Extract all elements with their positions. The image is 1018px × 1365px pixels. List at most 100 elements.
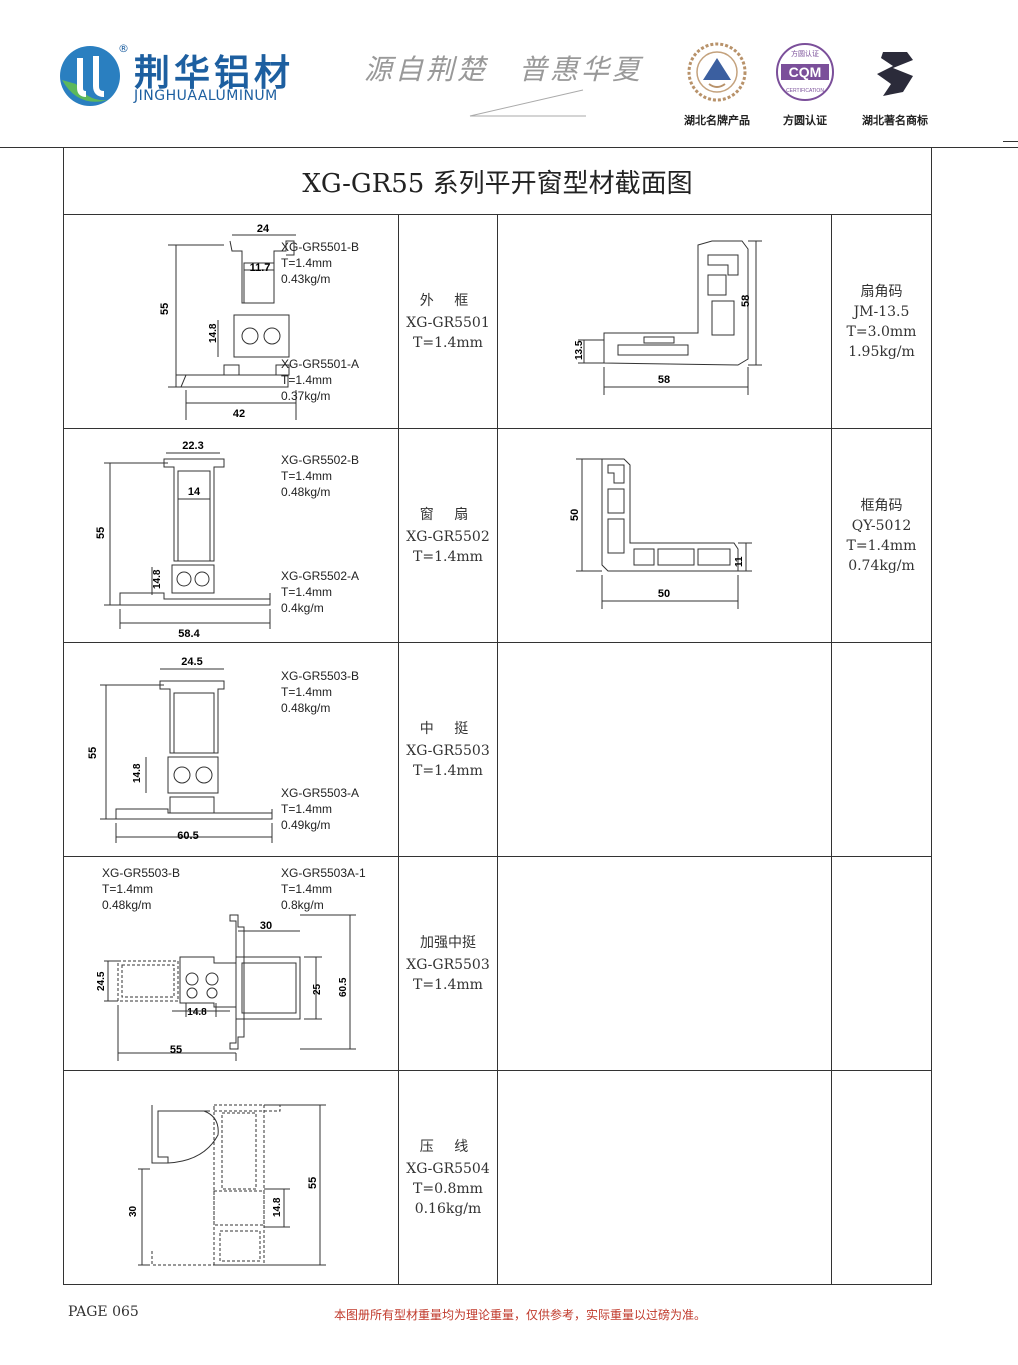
spec-weight: 0.48kg/m [281,701,331,715]
profile-table: XG-GR55 系列平开窗型材截面图 [63,147,932,1285]
cert-cqm: 方圆认证 CQM CERTIFICATION 方圆认证 [760,40,850,128]
profile-thickness: T=1.4mm [413,976,483,993]
profile-code: XG-GR5501 [406,314,490,331]
spec-block-b: XG-GR5502-B T=1.4mm 0.48kg/m [281,452,359,500]
profile-drawing-cell: 22.3 14 55 14.8 58.4 XG-GR5502-B T=1.4mm… [63,428,399,643]
profile-name: 压 线 [419,1138,477,1155]
profile-drawing-5503: 24.5 55 14.8 60.5 [87,656,273,843]
spec-weight: 0.4kg/m [281,601,324,615]
dim-mid: 14.8 [152,569,163,589]
spec-thickness: T=1.4mm [281,685,333,699]
profile-drawing-cell: 24.5 55 14.8 60.5 XG-GR5503-B T=1.4mm 0.… [63,642,399,857]
profile-drawing-cell: 30 24.5 25 60.5 14.8 55 XG-GR5503-B T=1.… [63,856,399,1071]
spec-weight: 0.48kg/m [102,898,152,912]
spec-weight: 0.49kg/m [281,818,331,832]
profile-drawing-5502: 22.3 14 55 14.8 58.4 [95,440,271,640]
cqm-mark: CQM [789,64,822,80]
spec-thickness: T=1.4mm [281,256,333,270]
spec-block-a: XG-GR5501-A T=1.4mm 0.37kg/m [281,356,359,404]
corner-dim-s: 13.5 [574,340,585,360]
spec-code: XG-GR5503-A [281,786,360,800]
dim-bottom: 60.5 [177,830,198,842]
table-row: 30 14.8 55 压 线 XG-GR5504 T=0.8mm 0.16kg/… [63,1070,932,1285]
profile-code: XG-GR5502 [406,528,490,545]
profile-thickness: T=1.4mm [413,334,483,351]
profile-drawing-5503a: 30 24.5 25 60.5 14.8 55 [96,914,356,1061]
table-row: 24.5 55 14.8 60.5 XG-GR5503-B T=1.4mm 0.… [63,642,932,857]
table-row: 30 24.5 25 60.5 14.8 55 XG-GR5503-B T=1.… [63,856,932,1071]
profile-name: 窗 扇 [419,506,477,523]
spec-thickness: T=1.4mm [281,469,333,483]
dim-inner: 14 [188,486,201,498]
empty-cell [497,642,832,857]
corner-dim-w: 50 [658,588,670,600]
corner-drawing-jm: 58 58 13.5 [574,240,762,395]
cqm-ring-bottom: CERTIFICATION [786,88,824,94]
cqm-ring-top: 方圆认证 [791,49,819,58]
corner-drawing-cell: 58 58 13.5 [497,214,832,429]
dim-height: 55 [95,527,107,539]
corner-thickness: T=1.4mm [846,537,917,554]
spec-weight: 0.37kg/m [281,389,331,403]
profile-name: 外 框 [419,292,477,309]
corner-name: 框角码 [860,497,903,514]
dim-mid: 14.8 [208,323,219,343]
slogan: 源自荆楚 普惠华夏 [364,53,644,86]
dim-right: 55 [307,1177,319,1189]
corner-weight: 0.74kg/m [848,557,915,574]
profile-label-cell: 中 挺 XG-GR5503 T=1.4mm [398,642,498,857]
spec-code: XG-GR5501-A [281,357,360,371]
profile-thickness: T=1.4mm [413,548,483,565]
spec-block-a: XG-GR5503A-1 T=1.4mm 0.8kg/m [281,865,366,913]
profile-label-cell: 外 框 XG-GR5501 T=1.4mm [398,214,498,429]
page-title: XG-GR55 系列平开窗型材截面图 [63,147,932,215]
corner-weight: 1.95kg/m [848,343,915,360]
spec-code: XG-GR5503A-1 [281,866,366,880]
corner-dim-h: 58 [740,295,752,307]
cqm-certification-icon: 方圆认证 CQM CERTIFICATION [776,43,834,101]
cert-caption: 湖北著名商标 [862,114,928,127]
profile-label-cell: 窗 扇 XG-GR5502 T=1.4mm [398,428,498,643]
dim-top: 24 [257,223,270,235]
profile-label-cell: 加强中挺 XG-GR5503 T=1.4mm [398,856,498,1071]
profile-drawing-5504: 30 14.8 55 [128,1104,326,1266]
spec-thickness: T=1.4mm [281,585,333,599]
dim-mid: 14.8 [132,763,143,783]
profile-label-cell: 压 线 XG-GR5504 T=0.8mm 0.16kg/m [398,1070,498,1285]
dim-top: 22.3 [182,440,203,452]
dim-height: 55 [159,303,171,315]
corner-thickness: T=3.0mm [846,323,917,340]
hubei-brand-seal-icon [687,42,747,102]
dim-bottom: 58.4 [178,628,200,640]
corner-label-cell: 扇角码 JM-13.5 T=3.0mm 1.95kg/m [831,214,932,429]
empty-cell [831,1070,932,1285]
spec-block-b: XG-GR5501-B T=1.4mm 0.43kg/m [281,239,359,287]
corner-label-cell: 框角码 QY-5012 T=1.4mm 0.74kg/m [831,428,932,643]
brand-name-en: JINGHUAALUMINUM [134,88,278,104]
dim-left: 24.5 [96,971,107,991]
dim-inner: 25 [312,983,323,995]
spec-block-b: XG-GR5503-B T=1.4mm 0.48kg/m [102,865,180,913]
profile-drawing-cell: 30 14.8 55 [63,1070,399,1285]
empty-cell [831,856,932,1071]
profile-weight: 0.16kg/m [414,1200,482,1217]
spec-thickness: T=1.4mm [102,882,154,896]
profile-drawing-cell: 24 11.7 55 14.8 42 XG-GR5501-B T=1.4mm 0… [63,214,399,429]
profile-thickness: T=1.4mm [413,762,483,779]
corner-name: 扇角码 [860,283,903,300]
spec-thickness: T=1.4mm [281,373,333,387]
spec-weight: 0.8kg/m [281,898,324,912]
registered-mark: ® [118,42,129,55]
dim-mid: 14.8 [187,1007,207,1018]
spec-code: XG-GR5501-B [281,240,360,254]
table-row: 22.3 14 55 14.8 58.4 XG-GR5502-B T=1.4mm… [63,428,932,643]
slogan-underline [469,89,586,117]
profile-name: 中 挺 [419,720,477,737]
jinghua-logo-icon [60,46,120,106]
dim-top: 30 [260,920,272,932]
profile-name: 加强中挺 [420,934,476,951]
page-header: ® 荆华铝材 JINGHUAALUMINUM 源自荆楚 普惠华夏 湖北名牌产品 … [0,0,1018,148]
corner-drawing-qy: 50 50 11 [569,458,752,609]
spec-code: XG-GR5502-A [281,569,360,583]
hubei-trademark-icon [877,52,913,96]
